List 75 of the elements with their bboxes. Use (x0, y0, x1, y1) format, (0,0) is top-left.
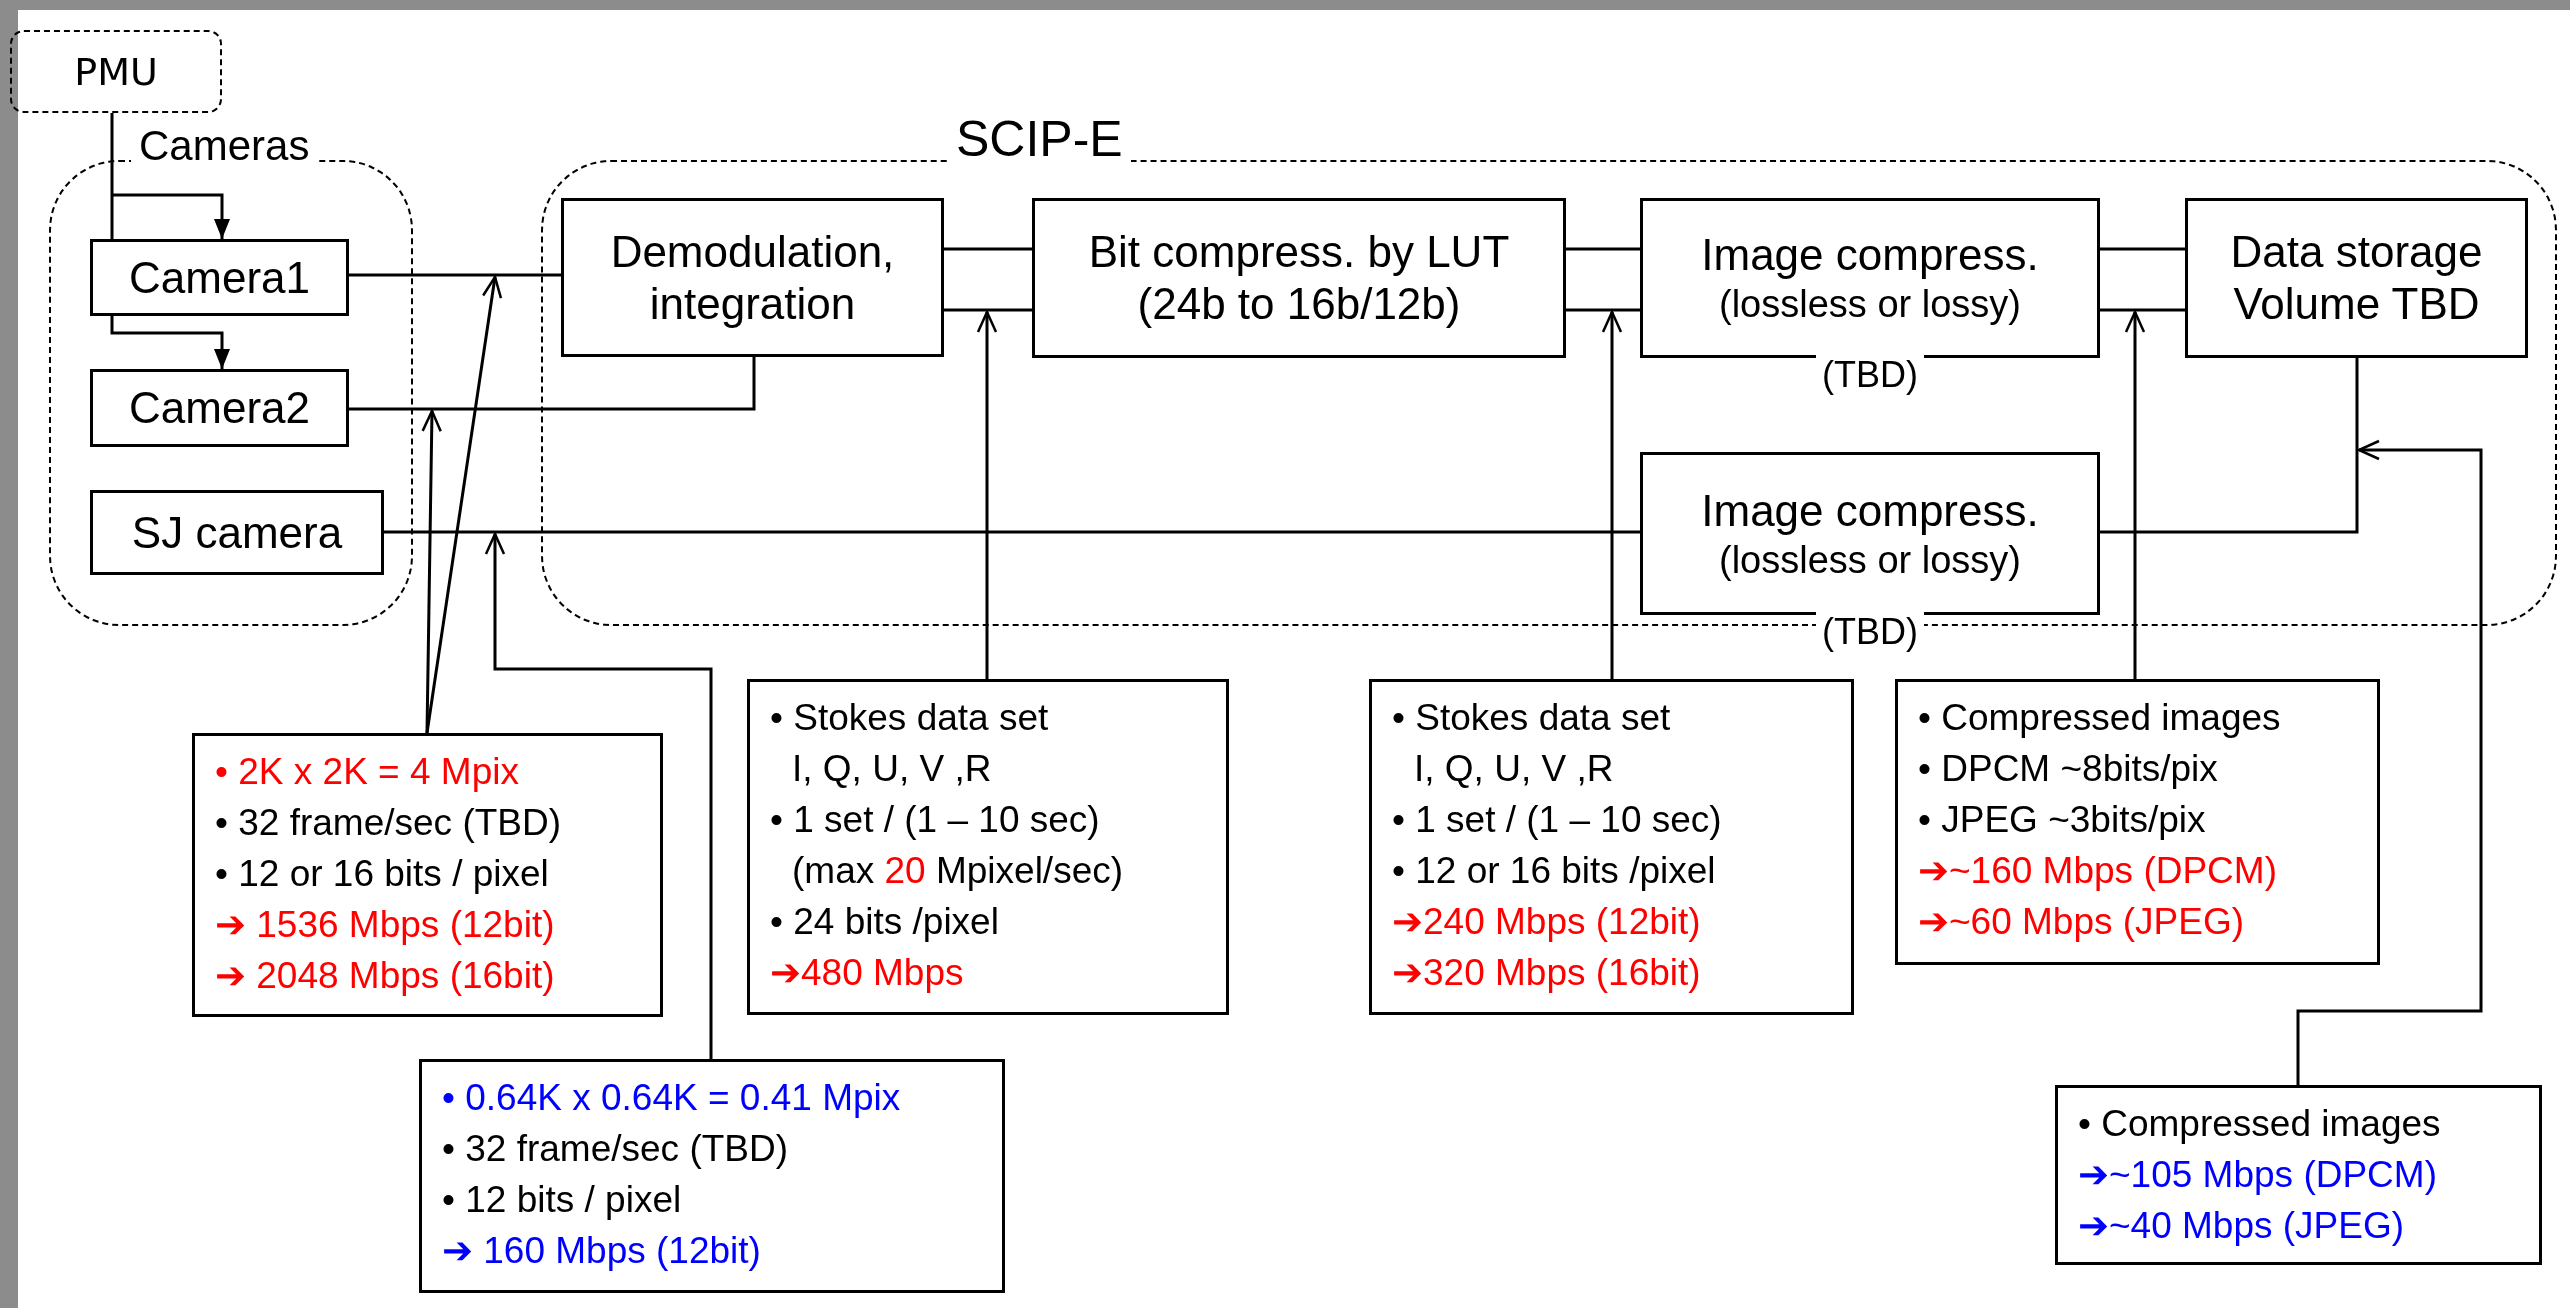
connector (384, 530, 1640, 534)
info-box (192, 733, 663, 1017)
info-line: • Compressed images (2078, 1102, 2442, 1146)
info-line: • DPCM ~8bits/pix (1918, 747, 2219, 791)
connector (2100, 358, 2359, 534)
box-label: Bit compress. by LUT (1088, 226, 1510, 278)
info-line: ➔ 160 Mbps (12bit) (442, 1229, 762, 1273)
info-line: • 1 set / (1 – 10 sec) (770, 798, 1101, 842)
info-line: • 32 frame/sec (TBD) (442, 1127, 790, 1171)
info-line: • 1 set / (1 – 10 sec) (1392, 798, 1723, 842)
info-line: (max 20 Mpixel/sec) (791, 849, 1125, 893)
info-line: • Compressed images (1918, 696, 2282, 740)
arrow (2296, 439, 2483, 1085)
box-label: (lossless or lossy) (1719, 537, 2021, 583)
connector (2100, 247, 2185, 251)
info-line: • 12 or 16 bits /pixel (1392, 849, 1717, 893)
process-box (90, 239, 349, 316)
process-box (561, 198, 944, 357)
info-line: • 12 bits / pixel (442, 1178, 683, 1222)
info-line: • Stokes data set (1392, 696, 1672, 740)
info-line: ➔240 Mbps (12bit) (1392, 900, 1702, 944)
info-line: ➔~40 Mbps (JPEG) (2078, 1204, 2406, 1248)
info-line: ➔ 2048 Mbps (16bit) (215, 954, 556, 998)
info-line: • 24 bits /pixel (770, 900, 1000, 944)
connector (1566, 247, 1640, 251)
box-label: Demodulation, integration (609, 225, 896, 330)
connector (349, 357, 756, 411)
connector (349, 273, 561, 277)
connector (944, 308, 1032, 312)
info-line: • Stokes data set (770, 696, 1050, 740)
box-label: (lossless or lossy) (1719, 282, 2021, 327)
box-label: Camera2 (129, 382, 310, 434)
info-line: • 32 frame/sec (TBD) (215, 801, 563, 845)
info-box (1895, 679, 2380, 965)
box-label: Camera1 (129, 251, 310, 304)
info-line: ➔~160 Mbps (DPCM) (1918, 849, 2278, 893)
info-line: • 2K x 2K = 4 Mpix (215, 750, 520, 794)
process-box (90, 490, 384, 575)
info-box (419, 1059, 1005, 1293)
arrow (484, 532, 713, 1059)
info-line: ➔ 1536 Mbps (12bit) (215, 903, 556, 947)
box-label: Image compress. (1701, 484, 2039, 537)
unit-box (10, 30, 222, 113)
box-label: PMU (74, 49, 158, 94)
info-line: I, Q, U, V ,R (1413, 747, 1615, 791)
process-box (2185, 198, 2528, 358)
connector (1566, 308, 1640, 312)
box-label: (24b to 16b/12b) (1137, 278, 1461, 330)
info-line: • 0.64K x 0.64K = 0.41 Mpix (442, 1076, 902, 1120)
connector (944, 247, 1032, 251)
process-box (1032, 198, 1566, 358)
info-line: • 12 or 16 bits / pixel (215, 852, 550, 896)
info-line: I, Q, U, V ,R (791, 747, 993, 791)
arrow (110, 316, 230, 369)
arrow (976, 310, 998, 679)
arrow (425, 275, 503, 734)
info-line: ➔480 Mbps (770, 951, 965, 995)
box-label: Data storage Volume TBD (2229, 226, 2484, 330)
info-line: • JPEG ~3bits/pix (1918, 798, 2207, 842)
connector (2100, 308, 2185, 312)
arrow (1601, 310, 1623, 679)
note: (TBD) (1816, 355, 1924, 395)
info-line: ➔~105 Mbps (DPCM) (2078, 1153, 2438, 1197)
process-box (90, 369, 349, 447)
info-box (2055, 1085, 2542, 1265)
arrow (110, 111, 230, 241)
info-box (1369, 679, 1854, 1015)
info-line: ➔320 Mbps (16bit) (1392, 951, 1702, 995)
box-label: SJ camera (131, 506, 343, 559)
arrow (421, 409, 442, 734)
arrow (2124, 310, 2146, 679)
box-label: Image compress. (1701, 229, 2039, 281)
info-box (747, 679, 1229, 1015)
note: (TBD) (1816, 612, 1924, 652)
info-line: ➔~60 Mbps (JPEG) (1918, 900, 2246, 944)
